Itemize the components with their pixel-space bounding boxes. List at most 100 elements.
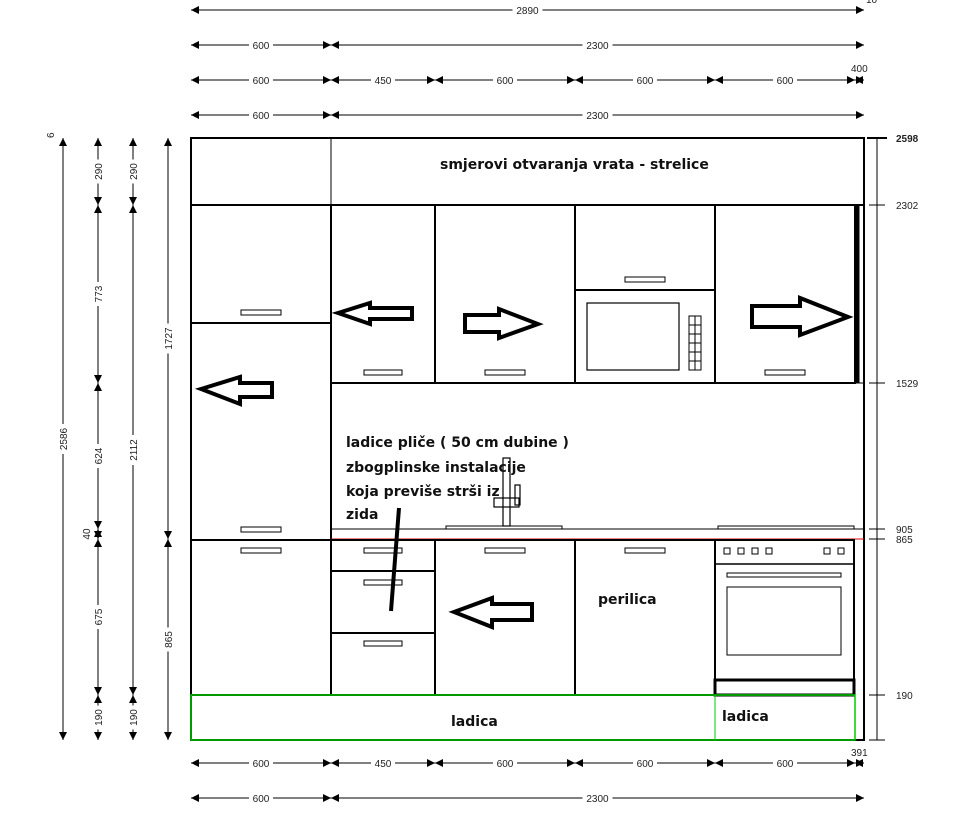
dim-left-2-label: 40 xyxy=(82,528,93,540)
dim-bottom-1-label: 600 xyxy=(253,759,270,770)
dim-bottom-2-label: 2300 xyxy=(586,794,609,805)
dim-bottom-1-label: 450 xyxy=(375,759,392,770)
dim-bottom-1-label-bg xyxy=(371,757,395,769)
dim-left-2-label-bg xyxy=(92,282,104,306)
level-label: 1529 xyxy=(896,379,919,390)
end-panel-upper xyxy=(854,204,860,384)
dim-top-4-label-bg xyxy=(582,109,613,121)
arrow-left-icon xyxy=(331,300,414,327)
oven-window xyxy=(726,586,842,656)
dim-left-2-label: 675 xyxy=(94,608,105,625)
arrow-right-icon xyxy=(463,306,544,341)
dim-top-3-label-bg xyxy=(773,74,797,86)
dim-left-3-label: 290 xyxy=(129,163,140,180)
arrow-left-icon xyxy=(448,595,534,630)
dim-top-3-label: 600 xyxy=(637,76,654,87)
base-cabinet-1 xyxy=(190,539,332,696)
drawer-3 xyxy=(330,632,436,696)
dim-bottom-1-label: 600 xyxy=(777,759,794,770)
arrow-right-icon xyxy=(750,295,854,338)
dim-bottom-2-label-bg xyxy=(249,792,273,804)
level-label: 2302 xyxy=(896,201,919,212)
base-cabinet-sink xyxy=(434,539,576,696)
oven-drawer xyxy=(713,678,856,697)
faucet xyxy=(493,457,521,527)
upper-cabinet-1 xyxy=(330,204,436,384)
plinth xyxy=(190,694,856,741)
microwave-window xyxy=(586,302,680,371)
dim-top-1-label: 10 xyxy=(866,0,878,6)
dim-top-2-label: 2300 xyxy=(586,41,609,52)
level-label: 865 xyxy=(896,535,913,546)
upper-cabinet-2 xyxy=(434,204,576,384)
dim-top-3-label: 600 xyxy=(777,76,794,87)
cabinet-elevation xyxy=(190,137,865,741)
dim-left-4-label-bg xyxy=(162,627,174,652)
dim-bottom-2-label: 600 xyxy=(253,794,270,805)
level-label: 905 xyxy=(896,525,913,536)
note-line-4: zida xyxy=(346,507,378,523)
dim-left-3-label: 190 xyxy=(129,709,140,726)
level-label: 190 xyxy=(896,691,913,702)
upper-cabinet-4 xyxy=(714,204,856,384)
dim-bottom-1-label-bg xyxy=(633,757,657,769)
dim-left-4-label-bg xyxy=(162,323,174,354)
dim-left-2-label: 624 xyxy=(94,447,105,464)
dim-left-1-label: 6 xyxy=(46,132,57,138)
dim-left-2-label: 290 xyxy=(94,163,105,180)
plinth-drawer-right-label: ladica xyxy=(722,709,769,725)
oven-handle xyxy=(726,572,842,578)
dim-left-2-label-bg xyxy=(92,705,104,730)
handles xyxy=(240,276,806,647)
dim-top-3-label: 600 xyxy=(253,76,270,87)
dim-top-3-label-bg xyxy=(633,74,657,86)
dim-left-3-label-bg xyxy=(127,159,139,184)
countertop xyxy=(330,528,865,540)
dim-bottom-1-label-bg xyxy=(249,757,273,769)
dim-left-1-label: 2586 xyxy=(59,427,70,450)
dim-top-1-label-bg xyxy=(512,4,543,16)
dishwasher xyxy=(574,539,716,696)
dim-top-3-label: 400 xyxy=(851,64,868,75)
dim-left-2-label-bg xyxy=(92,159,104,184)
title-note: smjerovi otvaranja vrata - strelice xyxy=(440,157,709,173)
dim-left-3-label-bg xyxy=(127,435,139,465)
dim-left-2-label-bg xyxy=(92,605,104,629)
dim-top-3-label: 600 xyxy=(497,76,514,87)
dim-top-4-label-bg xyxy=(249,109,273,121)
backsplash xyxy=(330,382,865,530)
oven-knobs xyxy=(723,547,845,555)
level-label: 2598 xyxy=(896,134,919,145)
dim-top-3-label-bg xyxy=(493,74,517,86)
dim-left-2-label: 190 xyxy=(94,709,105,726)
dim-left-4-label: 1727 xyxy=(164,327,175,350)
note-line-3: koja previše strši iz xyxy=(346,484,500,500)
dim-bottom-1-label: 391 xyxy=(851,748,868,759)
annotation-stroke xyxy=(389,507,401,612)
dim-bottom-2-label-bg xyxy=(582,792,613,804)
dim-top-1-label: 2890 xyxy=(516,6,539,17)
hob xyxy=(717,525,855,530)
dim-bottom-1-label-bg xyxy=(773,757,797,769)
dim-top-4-label: 600 xyxy=(253,111,270,122)
dim-top-2-label: 600 xyxy=(253,41,270,52)
dim-left-2-label-bg xyxy=(92,444,104,468)
dimension-lines: 2890 10 600 2300 600 450 600 600 600 400 600 2300 60… xyxy=(46,0,919,805)
tall-cabinet-lower xyxy=(190,322,332,541)
note-line-1: ladice pliče ( 50 cm dubine ) xyxy=(346,435,569,451)
plinth-drawer-left-label: ladica xyxy=(451,714,498,730)
door-opening-arrows xyxy=(194,295,854,630)
dim-left-1-label-bg xyxy=(57,424,69,454)
arrow-left-icon xyxy=(194,374,274,407)
dim-top-3-label-bg xyxy=(249,74,273,86)
dim-top-2-label-bg xyxy=(582,39,613,51)
tall-cabinet-upper xyxy=(190,204,332,324)
dim-left-2-label: 773 xyxy=(94,285,105,302)
dim-left-4-label: 865 xyxy=(164,631,175,648)
microwave xyxy=(574,289,716,384)
dim-left-3-label-bg xyxy=(127,705,139,730)
dim-top-3-label-bg xyxy=(371,74,395,86)
drawer-1 xyxy=(330,539,436,572)
